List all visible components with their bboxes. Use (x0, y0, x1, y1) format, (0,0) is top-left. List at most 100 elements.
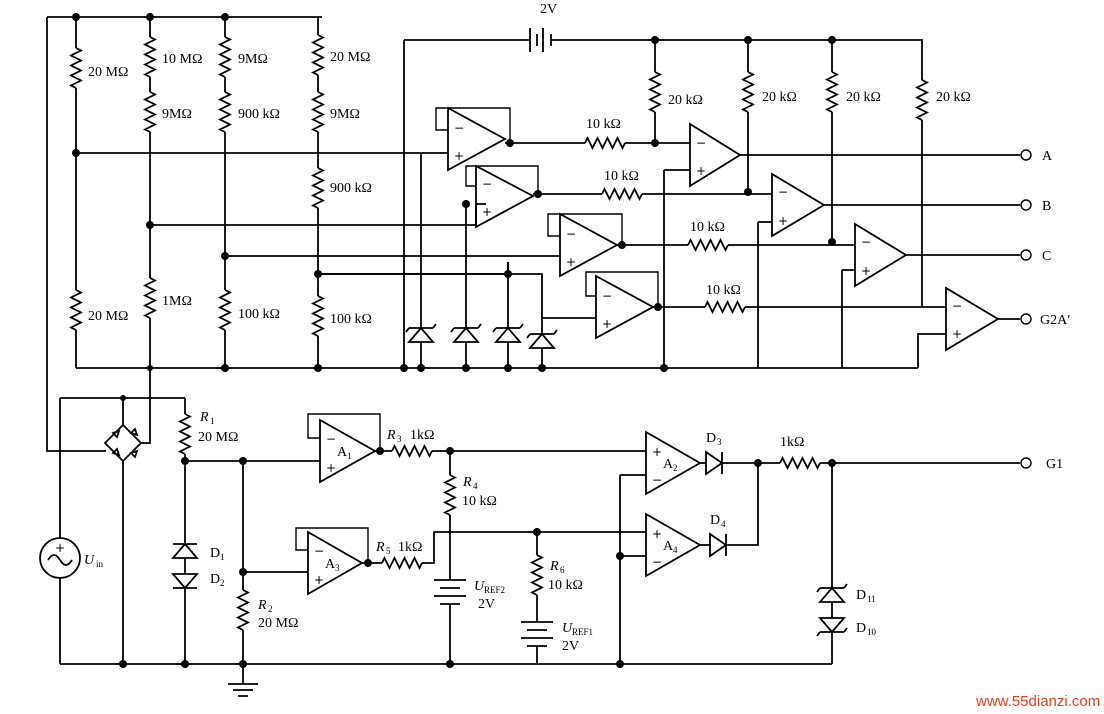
r2-value: 20 MΩ (258, 616, 298, 631)
svg-text:−: − (454, 121, 464, 135)
r6-sub: 6 (560, 565, 565, 575)
svg-text:+: + (566, 255, 576, 269)
pullup-label: 20 kΩ (762, 90, 797, 105)
svg-text:−: − (482, 177, 492, 191)
a1-sub: 1 (347, 451, 352, 461)
opamp-A4: +− A 4 (620, 512, 710, 578)
svg-text:−: − (778, 185, 788, 199)
a4-sub: 4 (673, 545, 678, 555)
uref1-value: 2V (562, 639, 579, 654)
svg-text:−: − (566, 227, 576, 241)
ladder-column-3: 9MΩ 900 kΩ 100 kΩ (219, 17, 280, 368)
diode-D3: D 3 (705, 431, 780, 476)
d1-name: D (210, 546, 220, 561)
uin-sub: in (96, 559, 104, 569)
resistor-label: 100 kΩ (330, 312, 372, 327)
zener-clamps (405, 153, 558, 372)
svg-text:−: − (696, 136, 706, 150)
uin-name: U (84, 553, 95, 568)
r2-name: R (257, 598, 267, 613)
comparator-A: −+ (651, 122, 1020, 188)
comparator-B: −+ (744, 172, 1020, 238)
resistor-label: 100 kΩ (238, 307, 280, 322)
output-label-B: B (1042, 199, 1051, 214)
r1-name: R (199, 410, 209, 425)
series-res-label: 10 kΩ (706, 283, 741, 298)
zener-D11-D10: D 11 D 10 (816, 463, 877, 664)
opamp-A3: − + A 3 (295, 527, 382, 596)
resistor-label: 900 kΩ (238, 107, 280, 122)
upper-section: 20 MΩ 20 MΩ 10 MΩ 9MΩ 1MΩ 9MΩ 900 kΩ 100… (46, 2, 1070, 452)
r5-value: 1kΩ (398, 540, 422, 555)
svg-text:+: + (602, 317, 612, 331)
d10-name: D (856, 621, 866, 636)
pullup-label: 20 kΩ (936, 90, 971, 105)
d4-sub: 4 (721, 519, 726, 529)
resistor-label: 9MΩ (330, 107, 360, 122)
output-label-G1: G1 (1046, 457, 1063, 472)
output-label-C: C (1042, 249, 1051, 264)
resistor-label: 900 kΩ (330, 181, 372, 196)
svg-text:+: + (696, 164, 706, 178)
r1-sub: 1 (210, 416, 215, 426)
svg-text:−: − (602, 289, 612, 303)
svg-text:−: − (326, 432, 336, 446)
resistor-label: 9MΩ (162, 107, 192, 122)
a3-name: A (325, 557, 336, 572)
r1-value: 20 MΩ (198, 430, 238, 445)
r3-name: R (386, 428, 396, 443)
svg-text:−: − (314, 544, 324, 558)
uref2-name: U (474, 579, 485, 594)
a3-sub: 3 (335, 563, 340, 573)
pullup-label: 20 kΩ (668, 93, 703, 108)
r4-value: 10 kΩ (462, 494, 497, 509)
series-res-label: 10 kΩ (604, 169, 639, 184)
output-label-G2A: G2A′ (1040, 313, 1070, 328)
r6-value: 10 kΩ (548, 578, 583, 593)
svg-text:−: − (952, 299, 962, 313)
resistor-label: 9MΩ (238, 52, 268, 67)
buffer-opamp-3: −+ (547, 212, 688, 278)
r2-sub: 2 (268, 604, 273, 614)
uref2-sub: REF2 (484, 585, 505, 595)
ladder-column-4: 20 MΩ 9MΩ 900 kΩ 100 kΩ (312, 17, 372, 368)
r5-name: R (375, 540, 385, 555)
opamp-A1: −+ A 1 (307, 413, 392, 484)
ladder-column-2: 10 MΩ 9MΩ 1MΩ (144, 17, 202, 368)
svg-text:+: + (861, 264, 871, 278)
lower-section: + U in R 1 20 MΩ D 1 D 2 R 2 20 MΩ (39, 370, 1063, 697)
d10-sub: 10 (867, 627, 877, 637)
uref1-sub: REF1 (572, 627, 593, 637)
series-res-label: 10 kΩ (690, 220, 725, 235)
svg-text:−: − (652, 555, 662, 569)
comparator-C: −+ (828, 222, 1020, 288)
resistor-label: 10 MΩ (162, 52, 202, 67)
svg-text:+: + (652, 445, 662, 459)
uref2-value: 2V (478, 597, 495, 612)
svg-text:+: + (482, 205, 492, 219)
svg-text:+: + (314, 573, 324, 587)
output-label-A: A (1042, 149, 1053, 164)
svg-text:+: + (652, 527, 662, 541)
svg-text:+: + (55, 541, 65, 555)
bridge-rectifier (103, 370, 151, 664)
comparator-G2A: −+ (920, 286, 1020, 352)
zener-D1-D2: D 1 D 2 (171, 540, 225, 664)
r6-name: R (549, 559, 559, 574)
r3-sub: 3 (397, 434, 402, 444)
d4-name: D (710, 513, 720, 528)
watermark: www.55dianzi.com (975, 693, 1100, 710)
d11-name: D (856, 588, 866, 603)
d11-sub: 11 (867, 594, 876, 604)
svg-text:+: + (952, 327, 962, 341)
a1-name: A (337, 445, 348, 460)
a2-name: A (663, 457, 674, 472)
buffer-opamp-1: −+ (435, 106, 585, 172)
r4-name: R (462, 475, 472, 490)
resistor-label: 1MΩ (162, 294, 192, 309)
svg-text:−: − (652, 473, 662, 487)
uref1-name: U (562, 621, 573, 636)
svg-text:+: + (454, 149, 464, 163)
a2-sub: 2 (673, 463, 678, 473)
